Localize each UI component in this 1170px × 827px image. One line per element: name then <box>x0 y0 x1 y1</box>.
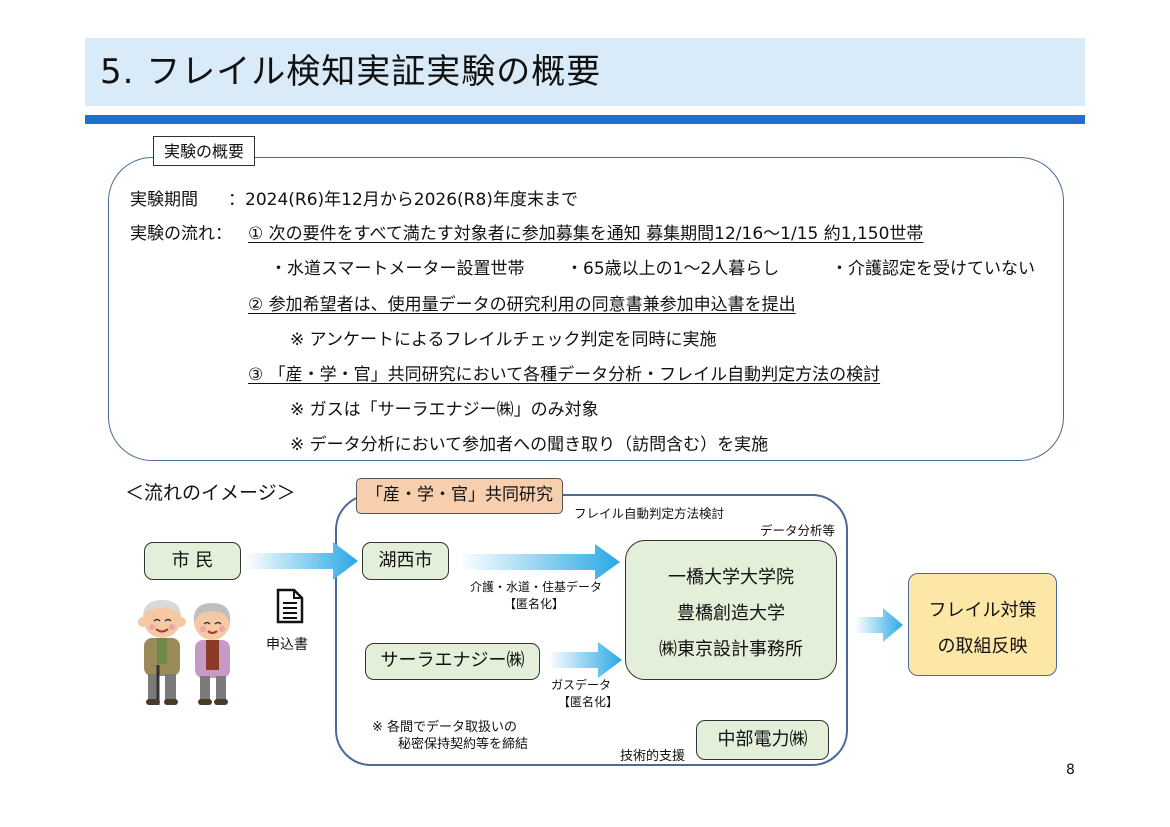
step3-note-1: ※ ガスは「サーラエナジー㈱」のみ対象 <box>290 400 599 420</box>
result-box: フレイル対策 の取組反映 <box>908 573 1057 676</box>
gas-company-label: サーラエナジー㈱ <box>380 650 525 671</box>
nda-note-line-2: 秘密保持契約等を締結 <box>398 737 529 752</box>
period-label: 実験期間 <box>130 190 198 210</box>
tech-support-label: 技術的支援 <box>620 749 686 764</box>
university-2: 豊橋創造大学 <box>677 603 785 624</box>
city-box: 湖西市 <box>362 542 449 580</box>
period-value: ：2024(R6)年12月から2026(R8)年度末まで <box>228 190 578 210</box>
page-number: 8 <box>1066 762 1075 778</box>
city-data-label: 介護・水道・住基データ <box>470 580 603 594</box>
step1-text: ① 次の要件をすべて満たす対象者に参加募集を通知 募集期間12/16～1/15 … <box>248 224 924 244</box>
step3-note-2: ※ データ分析において参加者への聞き取り（訪問含む）を実施 <box>290 435 769 455</box>
step2-text: ② 参加希望者は、使用量データの研究利用の同意書兼参加申込書を提出 <box>248 295 796 315</box>
overview-label: 実験の概要 <box>153 136 256 166</box>
universities-box: 一橋大学大学院 豊橋創造大学 ㈱東京設計事務所 <box>625 540 837 680</box>
document-icon <box>276 588 304 624</box>
research-box <box>335 494 848 766</box>
application-label: 申込書 <box>266 637 308 653</box>
elderly-couple-illustration <box>138 600 231 705</box>
requirement-2: ・65歳以上の1～2人暮らし <box>566 259 780 279</box>
title-rule <box>85 115 1085 124</box>
university-1: 一橋大学大学院 <box>668 567 794 588</box>
arrow-citizen-to-city <box>245 542 358 580</box>
gas-company-box: サーラエナジー㈱ <box>365 643 540 680</box>
step3-text: ③ 「産・学・官」共同研究において各種データ分析・フレイル自動判定方法の検討 <box>248 365 881 385</box>
result-line-2: の取組反映 <box>937 636 1028 657</box>
requirement-3: ・介護認定を受けていない <box>831 259 1035 279</box>
nda-note-line-1: ※ 各間でデータ取扱いの <box>372 720 518 735</box>
citizen-box: 市 民 <box>144 542 241 580</box>
city-anonymized-label: 【匿名化】 <box>504 597 565 611</box>
power-company-box: 中部電力㈱ <box>696 720 829 760</box>
requirement-1: ・水道スマートメーター設置世帯 <box>270 259 525 279</box>
gas-data-label: ガスデータ <box>551 678 612 692</box>
step2-note: ※ アンケートによるフレイルチェック判定を同時に実施 <box>290 330 717 350</box>
design-office: ㈱東京設計事務所 <box>659 639 803 660</box>
citizen-label: 市 民 <box>171 550 214 571</box>
result-line-1: フレイル対策 <box>928 600 1037 621</box>
flow-steps-label: 実験の流れ： <box>130 224 232 244</box>
arrow-city-to-universities <box>460 544 620 580</box>
overview-box <box>108 157 1064 461</box>
auto-judgement-label: フレイル自動判定方法検討 <box>574 506 725 521</box>
page-title: 5. フレイル検知実証実験の概要 <box>100 52 602 92</box>
data-analysis-label: データ分析等 <box>760 523 836 538</box>
flow-heading: ＜流れのイメージ＞ <box>125 482 296 504</box>
power-company-label: 中部電力㈱ <box>717 729 808 750</box>
gas-anonymized-label: 【匿名化】 <box>558 695 619 709</box>
arrow-to-result <box>855 608 903 642</box>
research-label: 「産・学・官」共同研究 <box>356 478 563 514</box>
arrow-gas-to-universities <box>548 642 622 678</box>
city-label: 湖西市 <box>378 550 433 571</box>
title-bar <box>85 38 1085 106</box>
